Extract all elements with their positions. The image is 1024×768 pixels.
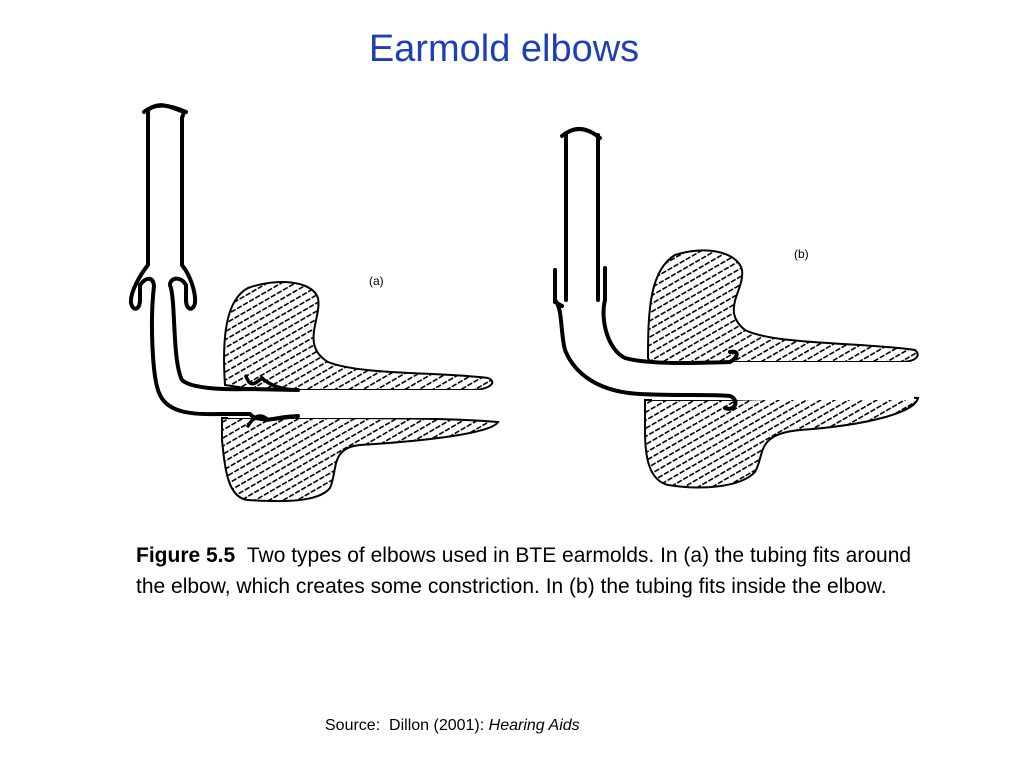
figure-caption-text: Two types of elbows used in BTE earmolds… bbox=[136, 544, 912, 598]
panel-b-label: (b) bbox=[794, 247, 809, 261]
panel-a-earmold-lower bbox=[221, 417, 500, 503]
panel-b-tube-cap bbox=[560, 127, 602, 140]
panel-b-elbow-flange-left bbox=[553, 268, 564, 308]
figure-label: Figure 5.5 bbox=[136, 544, 236, 567]
panel-b-earmold-lower bbox=[644, 396, 920, 489]
panel-b-figure bbox=[553, 127, 920, 489]
panel-b-elbow-outer bbox=[553, 268, 738, 411]
panel-a-tube-cap bbox=[142, 103, 188, 114]
panel-a-tubing-flare bbox=[244, 374, 300, 392]
source-citation: Source: Dillon (2001): Hearing Aids bbox=[325, 717, 580, 735]
panel-a-elbow-tube-outer bbox=[128, 108, 300, 422]
panel-a-elbow-tube bbox=[146, 103, 300, 392]
panel-a-figure bbox=[128, 103, 500, 503]
panel-a-tubing-flare-lower bbox=[246, 414, 300, 428]
panel-b-elbow-inner bbox=[601, 266, 739, 366]
figure-caption: Figure 5.5 Two types of elbows used in B… bbox=[136, 540, 916, 602]
slide-title: Earmold elbows bbox=[368, 28, 640, 70]
source-prefix: Source: Dillon (2001): bbox=[325, 717, 489, 734]
panel-a-label: (a) bbox=[369, 274, 384, 288]
panel-a-earmold-upper bbox=[223, 281, 494, 391]
panel-b-earmold-upper bbox=[646, 249, 919, 363]
source-book-title: Hearing Aids bbox=[488, 717, 580, 734]
